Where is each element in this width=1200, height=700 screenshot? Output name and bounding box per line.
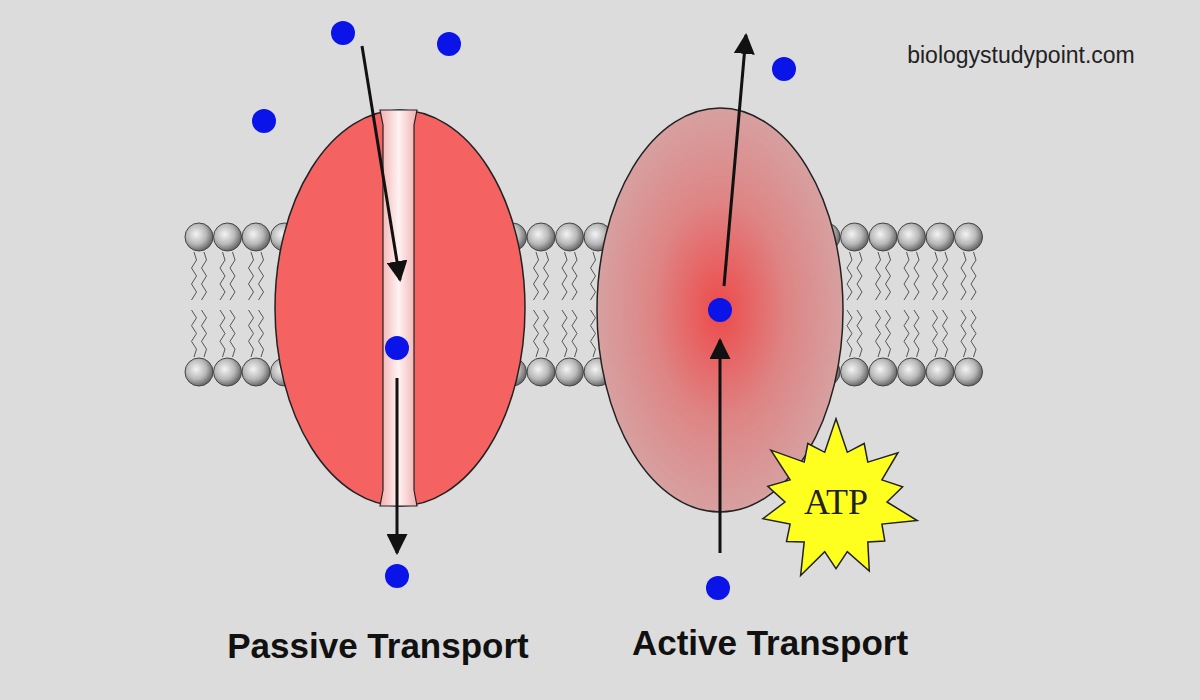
atp-starburst: ATP bbox=[751, 417, 921, 587]
channel-protein bbox=[275, 110, 525, 506]
watermark: biologystudypoint.com bbox=[907, 42, 1135, 69]
caption-label: Active Transport bbox=[632, 623, 908, 663]
energy-label: ATP bbox=[804, 481, 868, 523]
solute-molecules bbox=[252, 21, 796, 600]
caption-label: Passive Transport bbox=[227, 626, 529, 666]
movement-arrows bbox=[362, 35, 746, 553]
